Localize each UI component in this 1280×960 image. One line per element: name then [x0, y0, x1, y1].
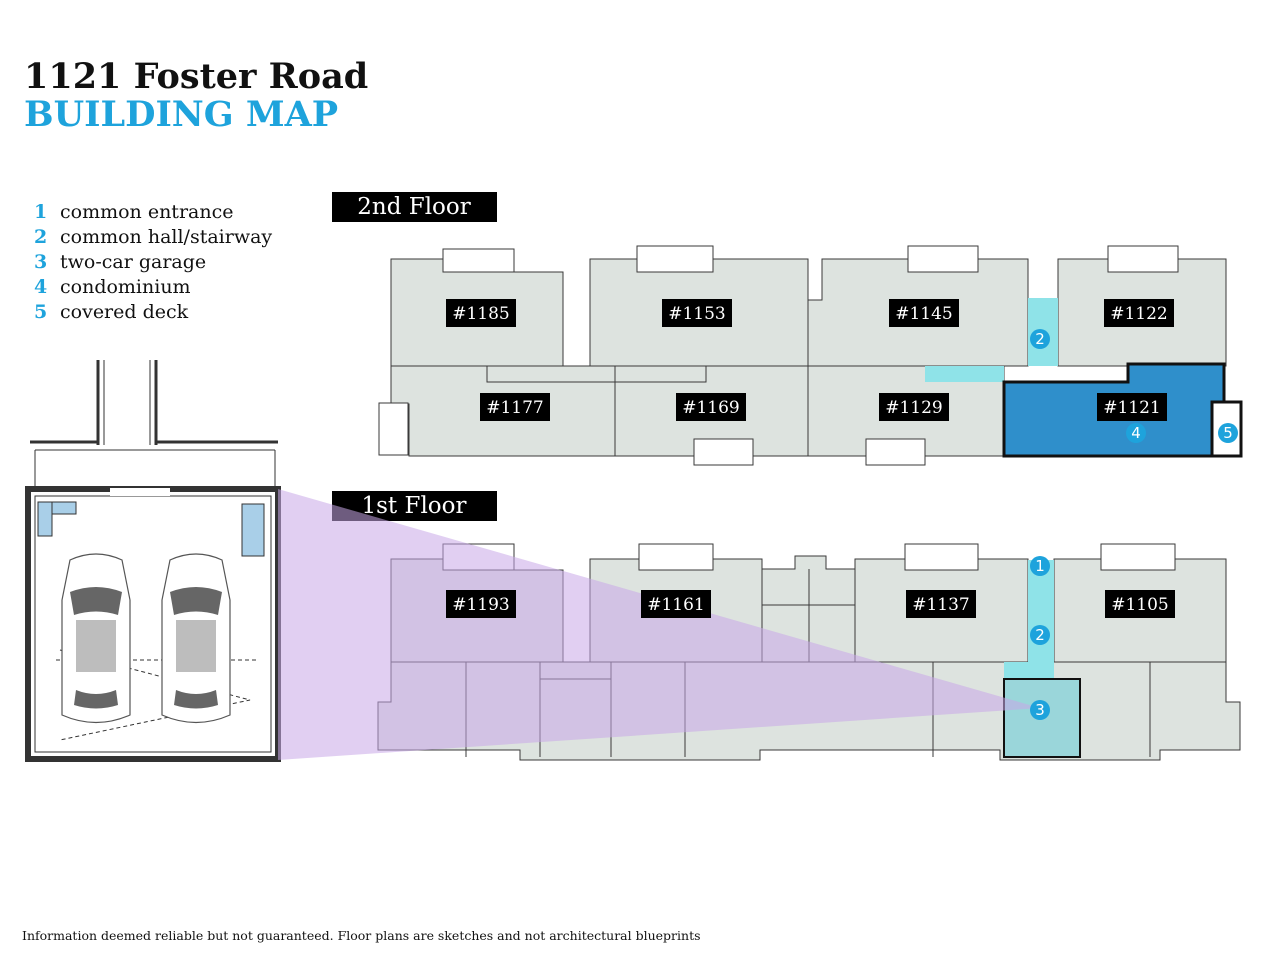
- legend-label: covered deck: [60, 301, 189, 323]
- legend-label: common hall/stairway: [60, 226, 273, 248]
- legend-num: 3: [34, 251, 48, 273]
- legend-label: common entrance: [60, 201, 234, 223]
- second-floor-markers: 2 4 5: [1030, 329, 1238, 443]
- exterior-box: [378, 402, 409, 456]
- marker-garage: [1030, 700, 1050, 720]
- unit-label-bg: [676, 393, 746, 421]
- legend-num: 4: [34, 276, 48, 298]
- balcony-box: [907, 245, 979, 273]
- marker-label: 2: [1035, 330, 1045, 348]
- marker-deck: [1218, 423, 1238, 443]
- unit-label-bg: [1097, 393, 1167, 421]
- balcony-box: [442, 248, 515, 273]
- storage-cabinet: [241, 503, 265, 557]
- unit-label: #1129: [885, 398, 943, 418]
- balcony-box: [904, 543, 979, 571]
- balcony-box: [693, 438, 754, 466]
- unit-label: #1121: [1103, 398, 1161, 418]
- unit-label: #1145: [895, 304, 953, 324]
- legend: 1 common entrance 2 common hall/stairway 3…: [34, 200, 272, 325]
- floor-label-1st: 1st Floor: [362, 493, 467, 519]
- marker-label: 4: [1131, 424, 1141, 442]
- unit-label-bg: [879, 393, 949, 421]
- balcony-box: [1107, 245, 1179, 273]
- balcony-box: [636, 245, 714, 273]
- marker-label: 3: [1035, 701, 1045, 719]
- unit-label-bg: [889, 299, 959, 327]
- common-hall-1st: [1004, 662, 1054, 679]
- floor-label-2nd: 2nd Floor: [357, 194, 470, 220]
- unit-label-bg: [480, 393, 550, 421]
- first-floor-labels: #1193 #1161 #1137 #1105: [446, 590, 1175, 618]
- disclaimer: Information deemed reliable but not guar…: [22, 928, 701, 943]
- marker-label: 5: [1223, 424, 1233, 442]
- marker-label: 2: [1035, 626, 1045, 644]
- unit-label: #1169: [682, 398, 740, 418]
- unit-label: #1105: [1111, 595, 1169, 615]
- unit-label-bg: [641, 590, 711, 618]
- garage-inset: [25, 360, 281, 762]
- unit-label-bg: [1104, 299, 1174, 327]
- unit-label-bg: [906, 590, 976, 618]
- legend-num: 5: [34, 301, 48, 323]
- balcony-box: [638, 543, 714, 571]
- legend-label: condominium: [60, 276, 191, 298]
- marker-label: 1: [1035, 557, 1045, 575]
- unit-label: #1185: [452, 304, 510, 324]
- legend-label: two-car garage: [60, 251, 207, 273]
- unit-label-bg: [1105, 590, 1175, 618]
- building-map-subtitle: BUILDING MAP: [24, 94, 339, 135]
- second-floor-plan: 2nd Floor: [332, 192, 1243, 466]
- unit-label: #1153: [668, 304, 726, 324]
- unit-label-bg: [446, 299, 516, 327]
- marker-hall: [1030, 625, 1050, 645]
- marker-condo: [1126, 423, 1146, 443]
- balcony-box: [1100, 543, 1176, 571]
- car-icon: [161, 553, 231, 724]
- marker-hall: [1030, 329, 1050, 349]
- legend-item-covered-deck: 5 covered deck: [34, 300, 272, 325]
- interior-wall: [486, 366, 707, 383]
- unit-label: #1161: [647, 595, 705, 615]
- unit-label-bg: [662, 299, 732, 327]
- unit-label: #1122: [1110, 304, 1168, 324]
- legend-num: 1: [34, 201, 48, 223]
- unit-label: #1193: [452, 595, 510, 615]
- unit-label-bg: [446, 590, 516, 618]
- unit-label: #1137: [912, 595, 970, 615]
- second-floor-labels: #1185 #1153 #1145 #1122 #1177 #1169 #112…: [446, 299, 1174, 421]
- address-title: 1121 Foster Road: [24, 56, 369, 97]
- legend-item-common-hall: 2 common hall/stairway: [34, 225, 272, 250]
- legend-item-common-entrance: 1 common entrance: [34, 200, 272, 225]
- balcony-box: [865, 438, 926, 466]
- first-floor-markers: 1 2 3: [1030, 556, 1050, 720]
- unit-label: #1177: [486, 398, 544, 418]
- garage-callout-wedge: [278, 489, 1040, 760]
- legend-item-garage: 3 two-car garage: [34, 250, 272, 275]
- legend-num: 2: [34, 226, 48, 248]
- storage-cabinet: [37, 501, 53, 537]
- car-icon: [61, 553, 131, 724]
- storage-cabinet: [51, 501, 77, 515]
- floor-label-bg: [332, 192, 497, 222]
- legend-item-condominium: 4 condominium: [34, 275, 272, 300]
- common-hall-1st: [1028, 560, 1054, 662]
- title-block: 1121 Foster Road BUILDING MAP: [24, 58, 368, 134]
- marker-entrance: [1030, 556, 1050, 576]
